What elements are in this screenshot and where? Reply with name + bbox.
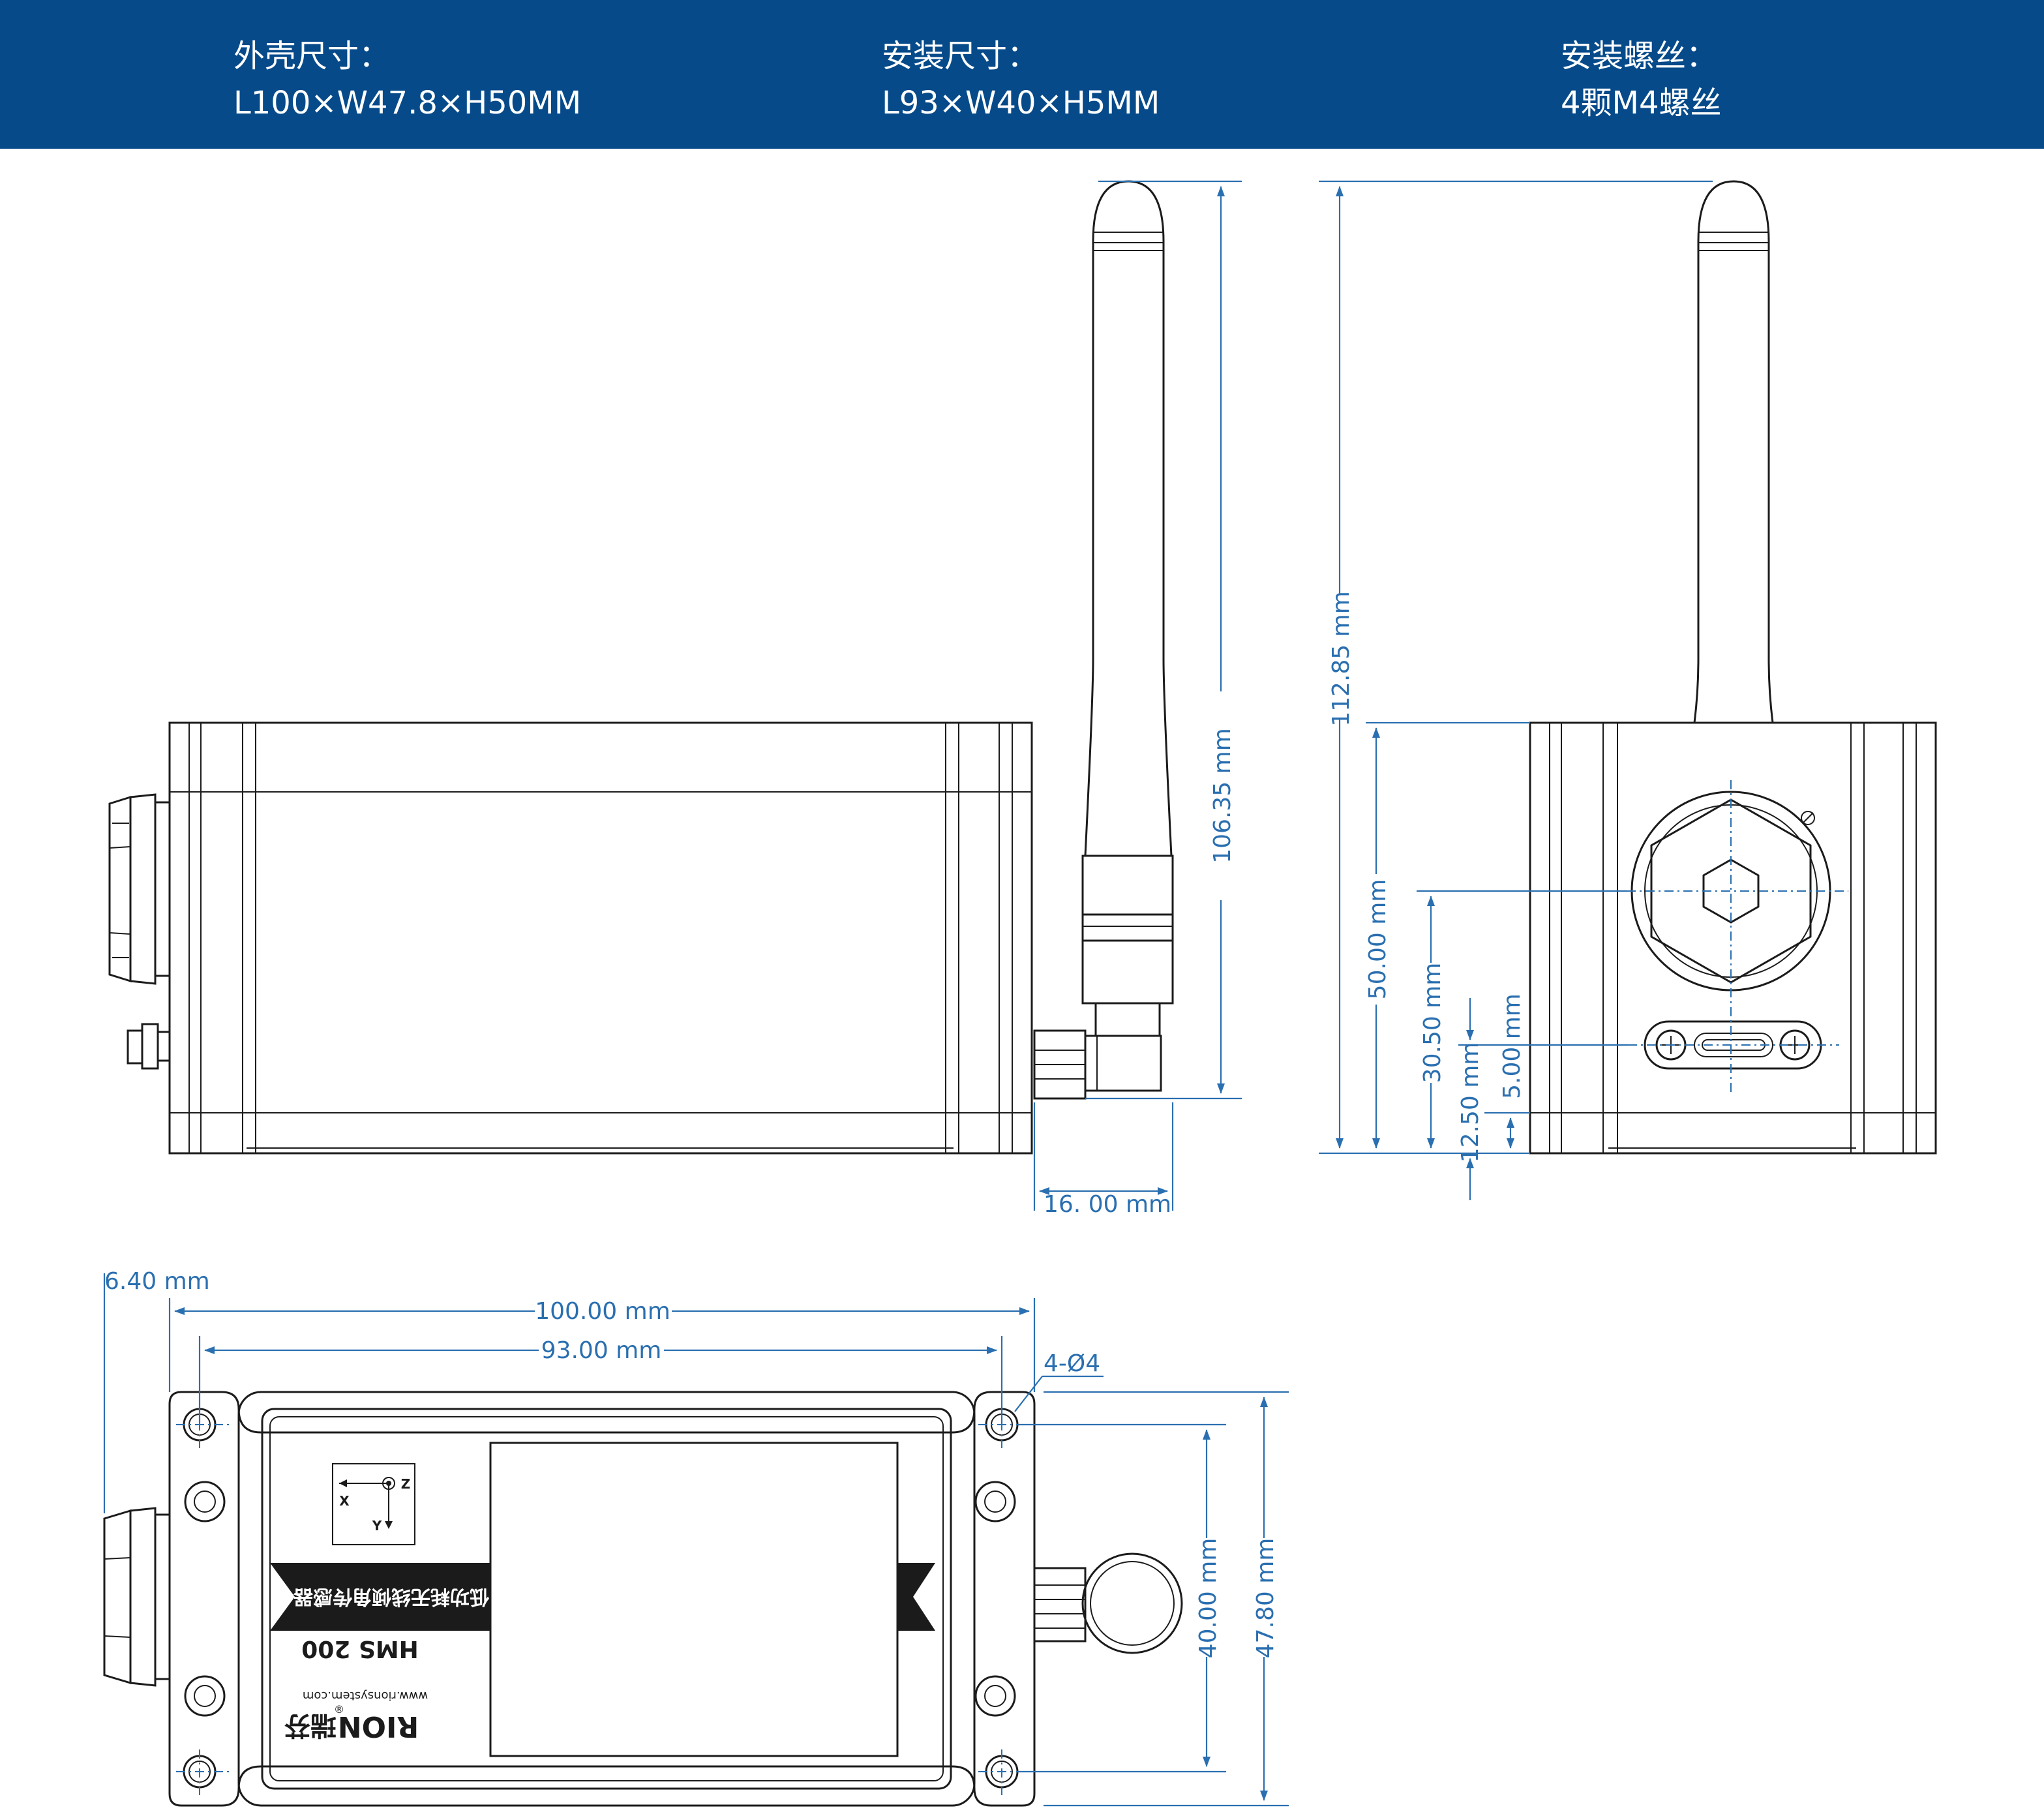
- spec-mount-value: L93×W40×H5MM: [882, 85, 1160, 121]
- label-stripe-left: [270, 1563, 490, 1631]
- dim-mount-width: 40.00 mm: [1195, 1538, 1222, 1659]
- cable-gland-top: [103, 1507, 171, 1687]
- spec-mount-size: 安装尺寸： L93×W40×H5MM: [882, 33, 1160, 127]
- spec-screws-value: 4颗M4螺丝: [1561, 85, 1722, 121]
- top-flange: [168, 1391, 1036, 1807]
- top-view: X Y Z 低功耗无线倾角传感器 HMS 200 www.rionsystem.…: [103, 1268, 1289, 1807]
- dim-total-height: 112.85 mm: [1328, 591, 1355, 727]
- label-plate: [261, 1408, 952, 1790]
- dim-flange-offset: 6.40 mm: [104, 1268, 210, 1295]
- axis-z-label: Z: [401, 1476, 411, 1492]
- axis-y-label: Y: [372, 1518, 382, 1534]
- dim-antenna-offset: 16. 00 mm: [1044, 1191, 1171, 1218]
- spec-mount-label: 安装尺寸：: [882, 38, 1039, 74]
- spec-housing-value: L100×W47.8×H50MM: [233, 85, 582, 121]
- axis-x-label: X: [339, 1493, 350, 1509]
- axis-indicator: X Y Z: [332, 1463, 415, 1545]
- label-stripe-right: [897, 1563, 935, 1631]
- dim-connector-height: 12.50 mm: [1457, 1042, 1484, 1163]
- website: www.rionsystem.com: [303, 1689, 428, 1702]
- display-window: [489, 1442, 899, 1757]
- brand-logo: RION: [338, 1710, 419, 1743]
- brand-cn: 瑞芬: [284, 1710, 337, 1740]
- dim-foot-height: 5.00 mm: [1499, 993, 1525, 1099]
- spec-housing-label: 外壳尺寸：: [233, 38, 391, 74]
- dim-mount-length: 93.00 mm: [541, 1337, 662, 1364]
- product-name: 低功耗无线倾角传感器: [293, 1585, 490, 1608]
- antenna-front: [1693, 180, 1774, 724]
- antenna-base-top: [1033, 1552, 1183, 1654]
- dim-antenna-height: 106.35 mm: [1209, 728, 1236, 864]
- front-view: 112.85 mm 50.00 mm 30.50 mm 12.50 mm 5.0…: [1319, 180, 1937, 1200]
- side-view: 106.35 mm 16. 00 mm: [108, 180, 1242, 1218]
- registered-mark: ®: [334, 1703, 344, 1716]
- dim-sensor-center: 30.50 mm: [1419, 963, 1446, 1083]
- dim-total-width: 47.80 mm: [1252, 1538, 1279, 1659]
- antenna-side: [1033, 180, 1174, 1100]
- front-housing: [1529, 721, 1937, 1155]
- model-number: HMS 200: [301, 1635, 419, 1662]
- spec-screws-label: 安装螺丝：: [1561, 38, 1718, 74]
- spec-banner: 外壳尺寸： L100×W47.8×H50MM 安装尺寸： L93×W40×H5M…: [0, 0, 2044, 149]
- cable-gland-side: [108, 793, 171, 985]
- spec-screws: 安装螺丝： 4颗M4螺丝: [1561, 33, 1722, 127]
- side-housing: [168, 721, 1033, 1155]
- dim-total-length: 100.00 mm: [535, 1298, 670, 1325]
- side-connector: [127, 1023, 171, 1070]
- spec-housing-size: 外壳尺寸： L100×W47.8×H50MM: [233, 33, 581, 127]
- dim-body-height: 50.00 mm: [1364, 879, 1391, 1000]
- dim-mount-holes: 4-Ø4: [1044, 1350, 1100, 1377]
